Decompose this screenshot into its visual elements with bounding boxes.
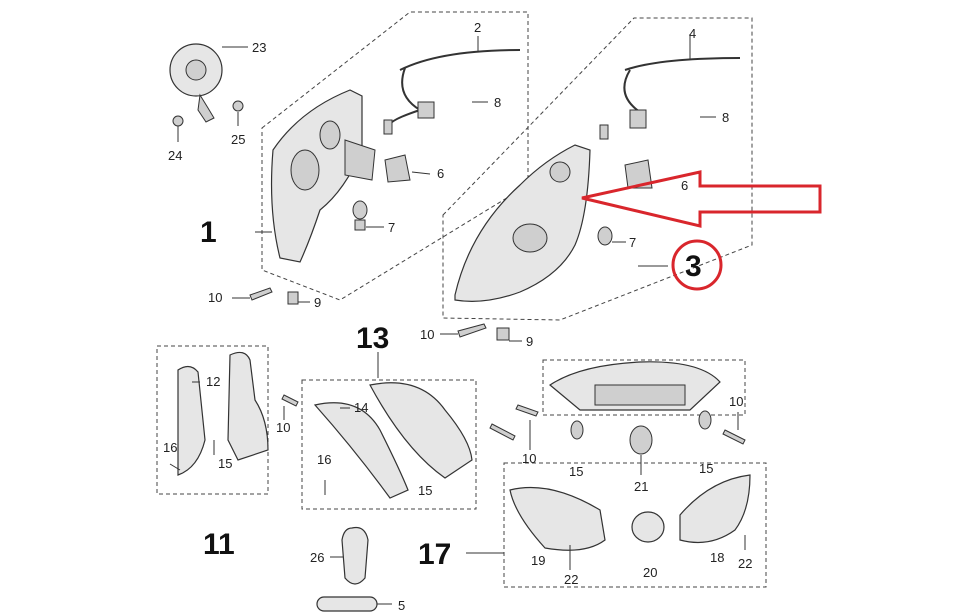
label-9a: 9 xyxy=(314,295,321,310)
label-11: 11 xyxy=(203,528,235,561)
label-10a: 10 xyxy=(208,290,222,305)
label-3: 3 xyxy=(685,250,702,283)
label-16b: 16 xyxy=(317,452,331,467)
label-6a: 6 xyxy=(437,166,444,181)
label-10c: 10 xyxy=(276,420,290,435)
label-10e: 10 xyxy=(729,394,743,409)
label-6b: 6 xyxy=(681,178,688,193)
horn-assembly xyxy=(169,43,248,142)
label-1: 1 xyxy=(200,216,217,249)
label-2: 2 xyxy=(474,20,481,35)
label-14: 14 xyxy=(354,400,368,415)
group-17 xyxy=(466,462,767,588)
label-4: 4 xyxy=(689,26,696,41)
label-20: 20 xyxy=(643,565,657,580)
wiring-harness-left xyxy=(389,49,521,126)
label-16a: 16 xyxy=(163,440,177,455)
label-9b: 9 xyxy=(526,334,533,349)
red-circle-highlight xyxy=(671,239,723,291)
label-18: 18 xyxy=(710,550,724,565)
headlight-right-part xyxy=(454,144,591,302)
grille-parts xyxy=(316,526,392,612)
label-25: 25 xyxy=(231,132,245,147)
group-headlight-right xyxy=(442,17,753,321)
group-13 xyxy=(301,352,477,510)
fasteners-middle xyxy=(281,394,539,450)
label-24: 24 xyxy=(168,148,182,163)
fasteners-group1 xyxy=(232,287,310,305)
label-19: 19 xyxy=(531,553,545,568)
label-21: 21 xyxy=(634,479,648,494)
part-labels: 1 2 3 4 5 6 6 7 7 8 8 9 9 10 10 10 10 10… xyxy=(163,20,752,613)
group-headlight-left xyxy=(255,11,529,301)
label-8b: 8 xyxy=(722,110,729,125)
label-15d: 15 xyxy=(699,461,713,476)
label-15c: 15 xyxy=(569,464,583,479)
highlight-arrow xyxy=(581,170,822,291)
label-7a: 7 xyxy=(388,220,395,235)
label-8a: 8 xyxy=(494,95,501,110)
label-5: 5 xyxy=(398,598,405,613)
label-10b: 10 xyxy=(420,327,434,342)
rear-light-group xyxy=(542,359,746,475)
label-22a: 22 xyxy=(564,572,578,587)
label-13: 13 xyxy=(356,322,389,355)
label-10d: 10 xyxy=(522,451,536,466)
label-15b: 15 xyxy=(418,483,432,498)
fasteners-group3 xyxy=(440,323,522,342)
label-17: 17 xyxy=(418,538,451,571)
red-arrow-icon xyxy=(581,170,822,228)
label-22b: 22 xyxy=(738,556,752,571)
label-12: 12 xyxy=(206,374,220,389)
group-11 xyxy=(156,345,269,495)
label-15a: 15 xyxy=(218,456,232,471)
label-23: 23 xyxy=(252,40,266,55)
label-26: 26 xyxy=(310,550,324,565)
label-7b: 7 xyxy=(629,235,636,250)
